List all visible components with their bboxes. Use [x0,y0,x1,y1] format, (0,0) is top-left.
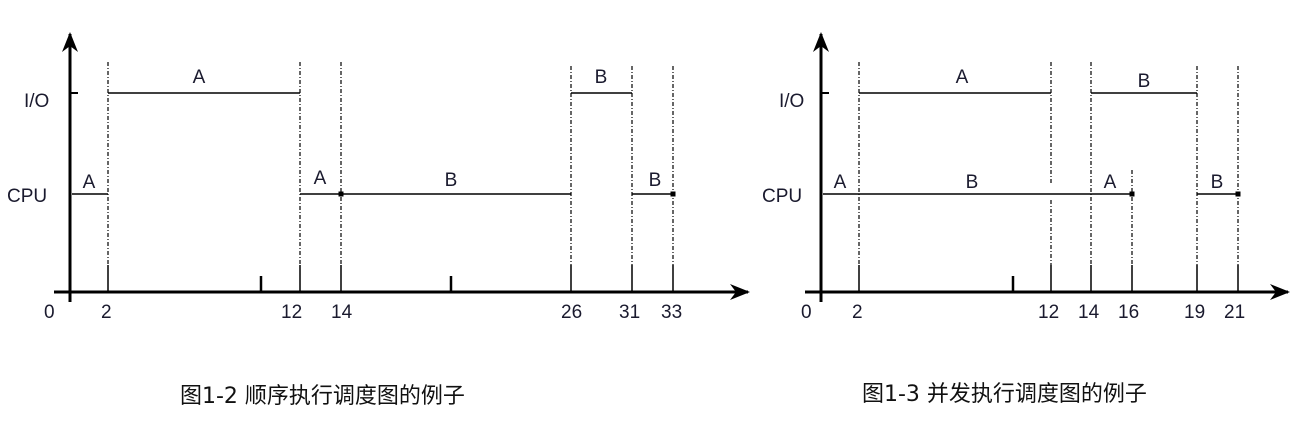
x-tick-label: 2 [852,302,863,323]
x-tick-label: 19 [1184,302,1205,323]
segments [823,92,1238,195]
x-tick-label: 14 [331,302,353,323]
row-label-io: I/O [779,91,804,112]
segment-label: B [1138,71,1151,92]
segment-label: A [314,168,327,189]
end-marker [1235,191,1241,197]
sequential-execution-chart: I/O CPU A A A B B B 0 2 12 14 26 31 33 [7,32,750,323]
axis-ticks [858,265,1239,292]
end-marker [670,191,676,197]
x-tick-label: 14 [1078,302,1100,323]
x-tick-label: 12 [1038,302,1059,323]
end-marker [1129,191,1135,197]
time-guides [107,62,674,265]
x-tick-label: 0 [801,302,812,323]
x-tick-label: 31 [619,302,640,323]
time-guides [858,62,1239,265]
x-tick-label: 2 [101,302,112,323]
row-label-cpu: CPU [762,186,802,207]
x-tick-label: 33 [661,302,682,323]
segment-label: B [445,170,458,191]
segment-label: A [956,67,969,88]
x-tick-label: 21 [1224,302,1245,323]
segment-label: A [83,172,96,193]
x-tick-label: 0 [44,302,55,323]
segment-label: B [649,170,662,191]
figure-caption-concurrent: 图1-3 并发执行调度图的例子 [862,382,1147,407]
end-marker [338,191,344,197]
segment-label: B [595,67,608,88]
figure-caption-sequential: 图1-2 顺序执行调度图的例子 [180,384,465,409]
x-tick-label: 12 [281,302,302,323]
segments [72,92,673,195]
concurrent-execution-chart: I/O CPU A A B A B B 0 2 12 14 16 19 21 [762,32,1290,323]
row-label-cpu: CPU [7,186,47,207]
row-label-io: I/O [24,91,49,112]
segment-label: B [1211,172,1224,193]
x-tick-label: 26 [561,302,582,323]
axis-ticks [107,265,674,292]
x-tick-label: 16 [1118,302,1139,323]
segment-label: B [966,172,979,193]
segment-label: A [1104,172,1117,193]
segment-label: A [834,172,847,193]
segment-label: A [193,67,206,88]
